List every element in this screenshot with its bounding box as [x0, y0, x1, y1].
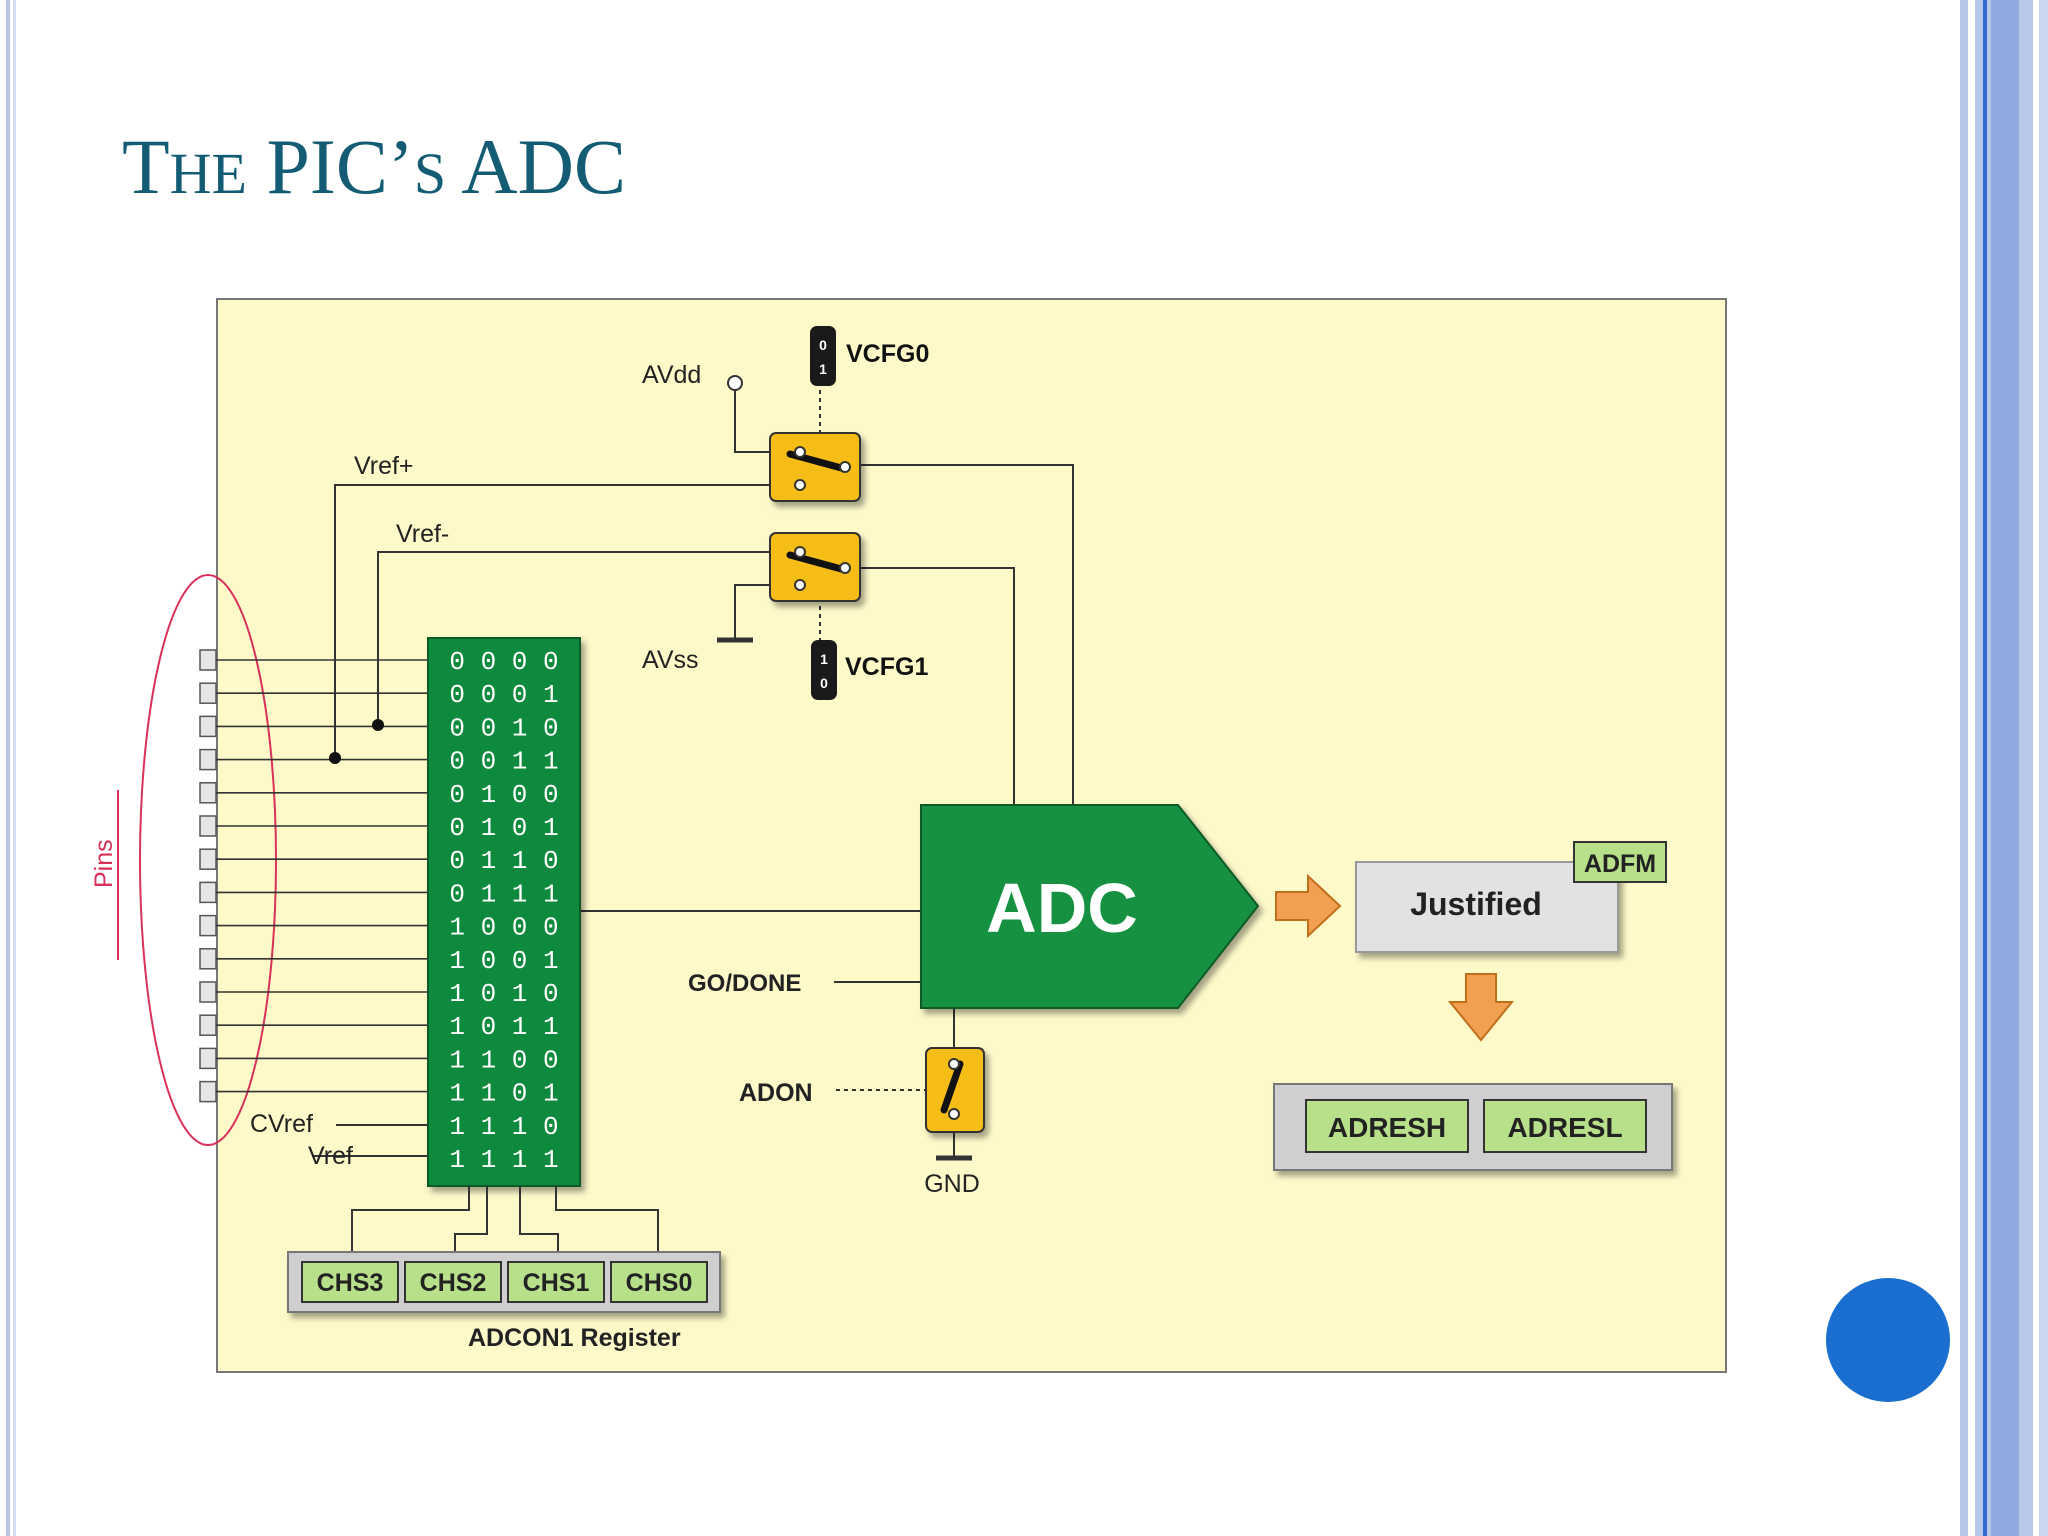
pin-group [199, 649, 428, 1103]
register-bit-label: CHS0 [626, 1269, 693, 1297]
pins-label: Pins [90, 839, 118, 888]
svg-text:1: 1 [820, 651, 828, 667]
pin-terminal [199, 848, 217, 870]
channel-code: 1 0 0 1 [449, 946, 558, 976]
svg-text:0: 0 [819, 337, 827, 353]
channel-code: 0 0 0 0 [449, 647, 558, 677]
avss-label: AVss [642, 646, 699, 674]
pin-terminal [199, 1014, 217, 1036]
vref-plus-label: Vref+ [354, 452, 414, 480]
register-bit [301, 1261, 399, 1303]
adcon1-register-label: ADCON1 Register [468, 1324, 681, 1352]
adc-block [920, 804, 1260, 1009]
pin-terminal [199, 782, 217, 804]
svg-text:ADFM: ADFM [1584, 850, 1656, 878]
pin-terminal [199, 948, 217, 970]
slide-title: THE PIC’S ADC [122, 123, 626, 210]
gnd-label: GND [924, 1170, 980, 1198]
channel-code: 0 1 1 1 [449, 879, 558, 909]
arrow-down [1447, 973, 1515, 1042]
channel-code: 0 1 0 0 [449, 780, 558, 810]
avdd-label: AVdd [642, 361, 701, 389]
slide-decoration-dot [1826, 1278, 1950, 1402]
register-bit-label: CHS2 [420, 1269, 487, 1297]
pin-terminal [199, 748, 217, 771]
channel-code: 0 1 1 0 [449, 846, 558, 876]
svg-text:ADRESL: ADRESL [1507, 1112, 1622, 1143]
vcfg1-label: VCFG1 [845, 653, 928, 681]
go-done-label: GO/DONE [688, 970, 801, 997]
pin-terminal [199, 815, 217, 837]
channel-code: 1 1 0 0 [449, 1045, 558, 1075]
justified-label: Justified [1410, 886, 1542, 922]
register-bit-label: CHS3 [317, 1269, 384, 1297]
pin-terminal [199, 1080, 217, 1103]
adfm-bit [1573, 841, 1667, 883]
pin-terminal [199, 981, 217, 1003]
channel-code: 0 0 1 0 [449, 713, 558, 743]
channel-code: 1 1 1 1 [449, 1145, 558, 1175]
channel-code: 0 0 1 1 [449, 747, 558, 777]
channel-code: 1 0 0 0 [449, 913, 558, 943]
channel-code: 0 1 0 1 [449, 813, 558, 843]
vref-plus-switch [769, 432, 861, 502]
pin-terminal [199, 881, 217, 904]
channel-multiplexer [427, 637, 581, 1187]
vcfg0-label: VCFG0 [846, 340, 929, 368]
register-bit-label: CHS1 [523, 1269, 590, 1297]
adc-label: ADC [986, 869, 1138, 947]
register-bit [507, 1261, 605, 1303]
svg-text:1: 1 [819, 361, 827, 377]
channel-code: 1 1 1 0 [449, 1112, 558, 1142]
adon-switch [925, 1047, 985, 1133]
channel-code: 1 0 1 1 [449, 1012, 558, 1042]
adresh-register [1305, 1099, 1469, 1153]
vref-minus-switch [769, 532, 861, 602]
register-bit [610, 1261, 708, 1303]
adresl-register [1483, 1099, 1647, 1153]
register-bit [404, 1261, 502, 1303]
pin-terminal [199, 682, 217, 704]
channel-code-list: 0 0 0 00 0 0 10 0 1 0 0 0 1 10 1 0 00 1 0… [449, 647, 558, 1175]
vcfg1-bit [811, 640, 837, 700]
pin-terminal [199, 715, 217, 738]
vref-label: Vref [308, 1142, 353, 1170]
pin-terminal [199, 914, 217, 937]
vref-minus-label: Vref- [396, 520, 449, 548]
channel-code: 1 0 1 0 [449, 979, 558, 1009]
slide-right-border [1955, 0, 2048, 1536]
svg-text:ADRESH: ADRESH [1328, 1112, 1446, 1143]
slide-left-border [0, 0, 22, 1536]
adon-label: ADON [739, 1079, 813, 1107]
channel-code: 1 1 0 1 [449, 1079, 558, 1109]
arrow-to-justified [1275, 873, 1342, 939]
vcfg0-bit [810, 326, 836, 386]
pin-terminal [199, 649, 217, 671]
channel-code: 0 0 0 1 [449, 680, 558, 710]
cvref-label: CVref [250, 1110, 313, 1138]
pin-terminal [199, 1047, 217, 1070]
svg-text:0: 0 [820, 675, 828, 691]
